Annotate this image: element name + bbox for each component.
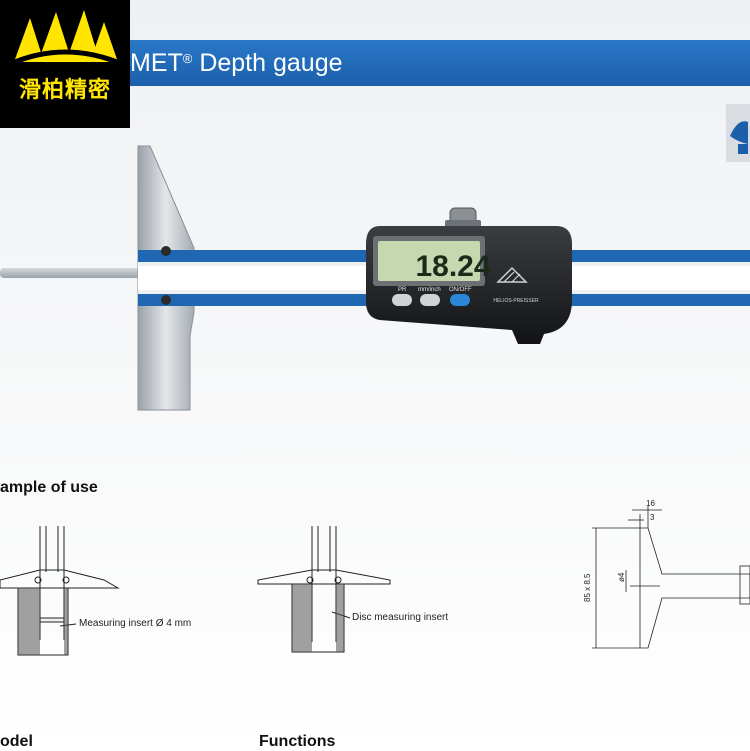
section-model: odel: [0, 733, 33, 750]
page-title: MET® Depth gauge: [130, 49, 343, 77]
usage-drawings: 5 16 3 ø4 85 x 8.5: [0, 500, 750, 656]
section-functions: Functions: [259, 733, 336, 750]
brand-badge: [726, 104, 750, 162]
callout-disc-insert: Disc measuring insert: [352, 612, 449, 623]
logo-emblem-icon: [9, 10, 123, 67]
title-banner: MET® Depth gauge: [130, 40, 750, 86]
dim-diameter-4: ø4: [617, 572, 626, 582]
callout-measuring-insert: Measuring insert Ø 4 mm: [79, 618, 192, 629]
maker-text: HELIOS-PREISSER: [493, 298, 539, 304]
dim-16: 16: [646, 500, 655, 508]
display-value: 18.24: [415, 250, 490, 283]
pr-button-label: PR: [398, 287, 407, 293]
dim-85: 85 x 8.5: [583, 573, 592, 602]
depth-gauge-photo: 18.24 PR mm/inch ON/OFF HELIOS-PREISSER: [0, 145, 750, 411]
logo-text: 滑柏精密: [18, 77, 111, 102]
dim-3: 3: [650, 513, 655, 522]
company-logo: 滑柏精密: [0, 0, 130, 128]
dim-5: 5: [635, 500, 640, 502]
mm-inch-button-label: mm/inch: [418, 287, 441, 293]
badge-emblem-icon: [730, 121, 748, 154]
section-example-of-use: ample of use: [0, 479, 98, 496]
onoff-button-label: ON/OFF: [449, 287, 472, 293]
